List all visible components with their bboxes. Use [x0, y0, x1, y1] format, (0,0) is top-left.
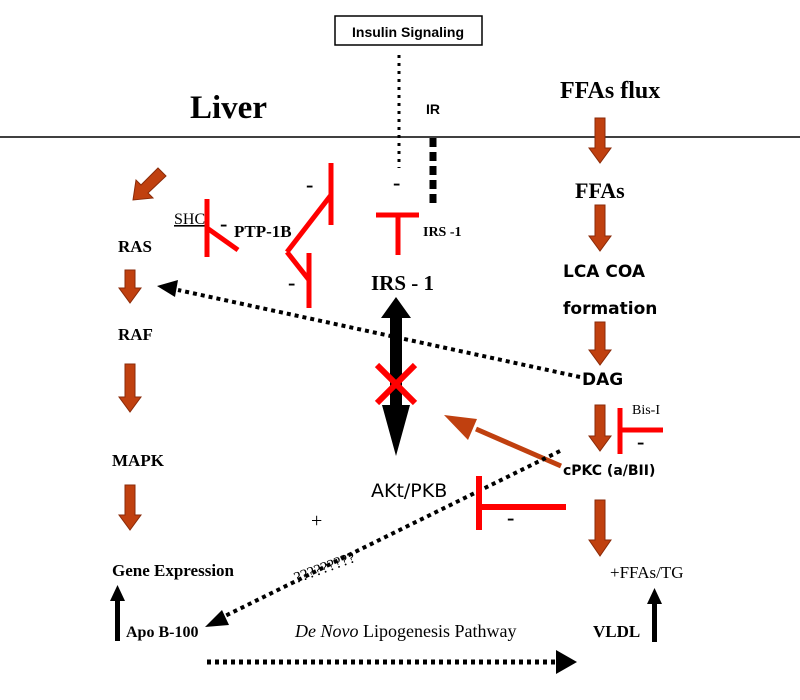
down-arrow-icon	[118, 269, 142, 304]
down-arrow-icon	[588, 404, 612, 452]
vldl-label: VLDL	[593, 622, 640, 641]
diagonal-down-arrow-icon	[132, 167, 167, 201]
ir-label: IR	[426, 101, 440, 117]
insulin-signaling-label: Insulin Signaling	[352, 24, 464, 40]
ptp1b-label: PTP-1B	[234, 222, 292, 241]
dag-to-ras-dotted-arrow	[157, 280, 581, 379]
down-arrow-icon	[118, 363, 142, 413]
raf-label: RAF	[118, 325, 153, 344]
ras-label: RAS	[118, 237, 152, 256]
cpkc-to-akt-arrow	[444, 415, 562, 469]
minus-sign-ptp: -	[220, 211, 227, 236]
t-bar-inhibit-icon	[376, 212, 419, 255]
t-bar-inhibit-icon	[285, 163, 334, 308]
down-arrow-icon	[588, 321, 612, 366]
arrowhead-icon	[556, 650, 577, 674]
mapk-pathway-arrows	[118, 167, 167, 531]
minus-sign-bis: -	[637, 429, 644, 454]
lca-coa-label-line1: LCA COA	[563, 262, 646, 282]
akt-pkb-label: AKt/PKB	[371, 480, 447, 502]
t-bar-inhibit-icon	[617, 408, 663, 454]
cpkc-label: cPKC (a/BII)	[563, 463, 655, 479]
insulin-signaling-box	[334, 15, 483, 46]
ffas-tg-label: +FFAs/TG	[610, 563, 684, 582]
lipogenesis-dotted-arrow	[207, 650, 577, 674]
t-bar-inhibit-icon	[204, 199, 240, 257]
down-arrow-icon	[118, 484, 142, 531]
de-novo-italic: De Novo	[294, 621, 358, 641]
bis-i-label: Bis-I	[632, 403, 660, 418]
minus-sign-upper-fork: -	[306, 172, 313, 197]
question-marks-label: ?????????	[292, 549, 358, 587]
arrowhead-icon	[205, 610, 229, 627]
ffa-pathway-arrows	[588, 117, 612, 557]
mapk-label: MAPK	[112, 451, 165, 470]
plus-sign: +	[311, 510, 322, 532]
down-arrow-icon	[588, 117, 612, 164]
minus-sign-akt: -	[507, 505, 514, 530]
apo-b100-label: Apo B-100	[126, 624, 198, 641]
lca-coa-label-line2: formation	[563, 299, 657, 319]
minus-sign-insulin: -	[393, 170, 400, 195]
down-arrow-icon	[588, 499, 612, 557]
cpkc-to-apob-dotted-arrow	[205, 449, 561, 627]
irs1-akt-double-arrow	[381, 297, 411, 456]
t-bar-inhibit-icon	[476, 476, 566, 530]
up-arrow-icon	[110, 585, 125, 641]
ffas-label: FFAs	[575, 178, 625, 203]
arrowhead-icon	[157, 280, 178, 297]
irs1-small-label: IRS -1	[423, 225, 462, 240]
shc-label: SHC	[174, 211, 205, 228]
arrowhead-icon	[444, 415, 477, 440]
de-novo-lipogenesis-label: De Novo Lipogenesis Pathway	[294, 621, 516, 641]
minus-sign-lower-fork: -	[288, 270, 295, 295]
dag-label: DAG	[582, 370, 623, 390]
x-mark-icon	[374, 362, 418, 406]
irs1-main-label: IRS - 1	[371, 271, 434, 295]
gene-expression-label: Gene Expression	[112, 561, 235, 580]
lipogenesis-pathway-text: Lipogenesis Pathway	[358, 621, 516, 641]
up-arrow-icon	[647, 588, 662, 642]
liver-title: Liver	[190, 90, 267, 126]
ffas-flux-title: FFAs flux	[560, 78, 660, 104]
down-arrow-icon	[588, 204, 612, 252]
